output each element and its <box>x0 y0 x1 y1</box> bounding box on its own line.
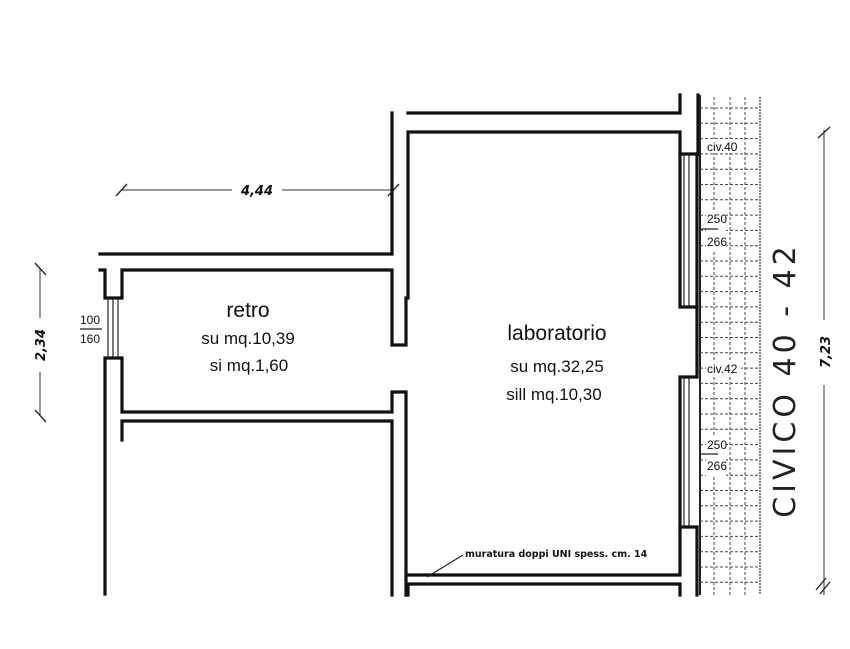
retro-window-top: 100 <box>80 313 100 327</box>
sidewalk-paving <box>699 95 761 595</box>
civ42-label: civ.42 <box>707 362 738 376</box>
opening-label-civ40: civ.40 250 266 <box>700 139 741 250</box>
wall-note-text: muratura doppi UNI spess. cm. 14 <box>465 549 648 560</box>
wall-note: muratura doppi UNI spess. cm. 14 <box>426 549 648 578</box>
civ42-opening-top: 250 <box>707 438 727 452</box>
room-laboratorio-area-su: su mq.32,25 <box>510 357 604 376</box>
dimension-right: 7,23 <box>815 126 834 595</box>
civ40-opening-top: 250 <box>707 212 727 226</box>
room-laboratorio-area-sill: sill mq.10,30 <box>506 385 601 404</box>
retro-window-bottom: 160 <box>80 332 100 346</box>
dimension-top-label: 4,44 <box>240 184 273 199</box>
retro-window-dimension: 100 160 <box>80 313 102 346</box>
walls <box>98 93 700 597</box>
street-label: CIVICO 40 - 42 <box>768 242 803 518</box>
windows <box>107 154 690 527</box>
civ40-opening-bottom: 266 <box>707 235 727 249</box>
room-retro-area-su: su mq.10,39 <box>201 329 295 348</box>
room-retro: retro su mq.10,39 si mq.1,60 <box>201 299 295 375</box>
civ40-label: civ.40 <box>707 140 738 154</box>
room-retro-area-si: si mq.1,60 <box>210 356 288 375</box>
dimension-right-label: 7,23 <box>819 336 834 368</box>
dimension-left: 2,34 <box>34 262 49 423</box>
civ42-opening-bottom: 266 <box>707 459 727 473</box>
dimension-top: 4,44 <box>115 183 400 199</box>
room-laboratorio-name: laboratorio <box>507 322 606 345</box>
room-retro-name: retro <box>226 299 269 322</box>
room-laboratorio: laboratorio su mq.32,25 sill mq.10,30 <box>506 322 606 404</box>
opening-label-civ42: civ.42 250 266 <box>700 361 741 476</box>
dimension-left-label: 2,34 <box>34 329 49 361</box>
